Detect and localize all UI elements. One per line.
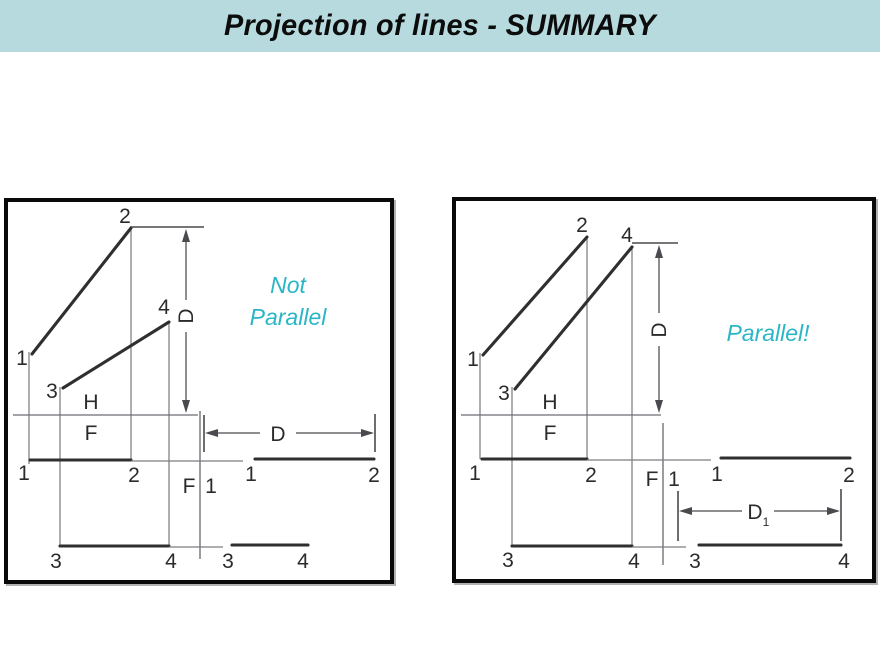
annotation-not-parallel: Not Parallel — [250, 272, 328, 330]
point-label-front-3-left: 3 — [50, 550, 62, 573]
dimension-D-horizontal-left: D — [203, 414, 376, 452]
point-label-front-2-left: 2 — [128, 464, 140, 487]
fold-labels-F1-right: F 1 — [646, 468, 680, 491]
auxiliary-view-lines-left — [230, 457, 376, 547]
point-label-top-4-left: 4 — [158, 296, 170, 319]
point-label-front-1-left: 1 — [18, 462, 30, 485]
point-label-aux-1-right: 1 — [711, 463, 723, 486]
point-label-top-3-left: 3 — [46, 380, 58, 403]
auxiliary-view-labels-left: 1 2 3 4 — [222, 463, 380, 573]
point-label-aux-3-right: 3 — [689, 550, 701, 573]
top-view-labels-left: 1 2 3 4 — [16, 205, 170, 403]
front-view-lines-right — [480, 457, 711, 548]
fold-label-H-right: H — [542, 391, 557, 414]
dimension-D-vertical-right: D — [632, 242, 678, 413]
dimension-label-D1-horizontal-right: D — [747, 501, 762, 524]
fold-labels-F1-left: F 1 — [183, 475, 217, 498]
top-view-lines-left — [30, 226, 171, 390]
fold-label-F-left-2: F — [183, 475, 196, 498]
auxiliary-view-labels-right: 1 2 3 4 — [689, 463, 855, 573]
point-label-aux-1-left: 1 — [245, 463, 257, 486]
point-label-front-3-right: 3 — [502, 549, 514, 572]
dimension-D-vertical-left: D — [131, 226, 204, 413]
auxiliary-view-lines-right — [697, 456, 852, 547]
fold-label-H-left: H — [83, 391, 98, 414]
annotation-line-1-left: Not — [270, 272, 307, 298]
fold-label-1-left: 1 — [205, 475, 217, 498]
point-label-top-1-left: 1 — [16, 347, 28, 370]
fold-label-1-right: 1 — [668, 468, 680, 491]
annotation-line-1-right: Parallel! — [726, 320, 810, 346]
dimension-label-D-vertical-right: D — [648, 322, 671, 337]
fold-label-F-left: F — [85, 422, 98, 445]
point-label-front-4-left: 4 — [165, 550, 177, 573]
figure-panel-parallel: D D 1 H F F 1 1 2 3 4 — [452, 197, 876, 583]
title-banner: Projection of lines - SUMMARY — [0, 0, 880, 52]
parallel-drawing: D D 1 H F F 1 1 2 3 4 — [461, 214, 855, 573]
point-label-aux-4-left: 4 — [297, 550, 309, 573]
point-label-top-2-right: 2 — [576, 214, 588, 237]
dimension-label-D-horizontal-left: D — [270, 423, 285, 446]
point-label-front-2-right: 2 — [585, 464, 597, 487]
point-label-aux-2-left: 2 — [368, 464, 380, 487]
point-label-aux-3-left: 3 — [222, 550, 234, 573]
fold-label-F-right-2: F — [646, 468, 659, 491]
point-label-front-1-right: 1 — [469, 462, 481, 485]
top-view-lines-right — [481, 235, 634, 391]
front-view-lines-left — [28, 458, 243, 548]
point-label-top-2-left: 2 — [119, 205, 131, 228]
point-label-top-4-right: 4 — [621, 224, 633, 247]
projection-lines-left — [28, 226, 170, 547]
point-label-top-3-right: 3 — [498, 382, 510, 405]
fold-labels-HF-left: H F — [83, 391, 98, 445]
dimension-subscript-D1-right: 1 — [763, 515, 770, 529]
page-title: Projection of lines - SUMMARY — [224, 9, 656, 42]
point-label-top-1-right: 1 — [467, 348, 479, 371]
front-view-labels-right: 1 2 3 4 — [469, 462, 640, 573]
point-label-front-4-right: 4 — [628, 550, 640, 573]
figure-panel-not-parallel: D D H F F 1 1 2 3 4 — [4, 198, 394, 584]
point-label-aux-4-right: 4 — [838, 550, 850, 573]
dimension-D1-horizontal-right: D 1 — [677, 489, 842, 541]
fold-labels-HF-right: H F — [542, 391, 557, 445]
dimension-label-D-vertical-left: D — [175, 308, 198, 323]
front-view-labels-left: 1 2 3 4 — [18, 462, 177, 573]
projection-lines-right — [479, 237, 633, 546]
annotation-line-2-left: Parallel — [250, 304, 328, 330]
top-view-labels-right: 1 2 3 4 — [467, 214, 633, 405]
annotation-parallel: Parallel! — [726, 320, 810, 346]
point-label-aux-2-right: 2 — [843, 464, 855, 487]
not-parallel-drawing: D D H F F 1 1 2 3 4 — [13, 205, 380, 573]
fold-label-F-right: F — [544, 422, 557, 445]
